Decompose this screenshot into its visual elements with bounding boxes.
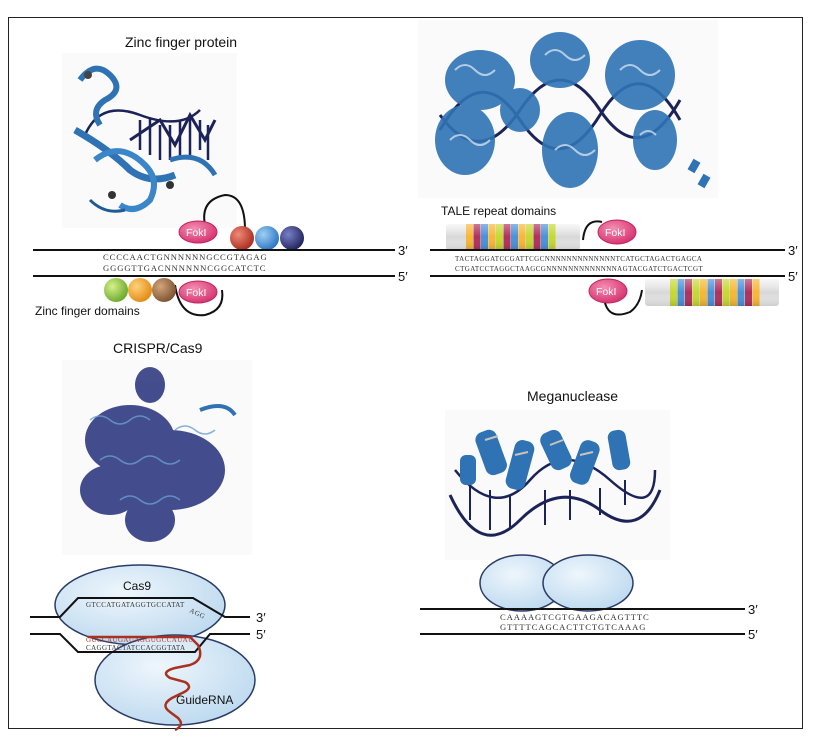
tale-3prime-label: 3′ [788,243,798,258]
tale-top-sequence: TACTAGGATCCGATTCGCNNNNNNNNNNNNNTCATGCTAG… [455,255,702,263]
zfn-domain-red [230,226,254,250]
zfn-linker-top [203,193,246,231]
zfn-linker-bottom [174,284,224,317]
svg-text:FokI: FokI [605,227,625,239]
zfn-domain-brown [152,278,176,302]
cas9-label: Cas9 [123,579,151,593]
zfn-foki-top: FokI [178,220,218,244]
meganuclease-structure-image [445,410,670,560]
zfn-top-sequence: CCCCAACTGNNNNNNGCCGTAGAG [103,252,268,262]
tale-foki-top: FokI [597,219,637,245]
crispr-3prime-label: 3′ [256,610,266,625]
tale-repeat-array-bottom [645,279,779,306]
panel-tale: TALE repeat domains FokI TACTAGGATCCGATT… [418,20,798,316]
crispr-complement-sequence: CAGGTACTATCCACGGTATA [86,644,185,652]
tale-foki-bottom: FokI [588,278,628,304]
zfn-domain-blue [255,226,279,250]
meganuclease-title: Meganuclease [527,388,618,404]
zfn-domain-navy [280,226,304,250]
guide-rna-label: GuideRNA [176,693,233,707]
svg-text:FokI: FokI [186,227,206,239]
crispr-dna-top-strand [30,597,250,618]
cas9-protein-structure-image [62,360,252,555]
crispr-target-sequence: GTCCATGATAGGTGCCATAT [86,601,185,609]
meganuclease-5prime-label: 5′ [748,627,758,642]
tale-domains-label: TALE repeat domains [441,204,556,218]
tale-bottom-sequence: CTGATCCTAGGCTAAGCGNNNNNNNNNNNNNAGTACGATC… [455,265,703,273]
tale-linker-bottom [604,289,643,316]
panel-crispr: CRISPR/Cas9 Cas9 GTCCATGATAGGTGCCATAT AG… [30,340,266,732]
tale-repeat-array-top [446,224,580,250]
panel-meganuclease: Meganuclease CAAAAG [420,388,758,642]
tale-5prime-label: 5′ [788,269,798,284]
crispr-5prime-label: 5′ [256,627,266,642]
panel-zinc-finger: Zinc finger protein [33,34,408,318]
svg-text:FokI: FokI [596,286,616,298]
zfn-protein-structure-image [62,53,237,228]
meganuclease-3prime-label: 3′ [748,602,758,617]
crispr-dna-bottom-strand [30,633,250,653]
crispr-title: CRISPR/Cas9 [113,340,203,356]
zfn-bottom-sequence: GGGGTTGACNNNNNNCGGCATCTC [103,263,266,273]
zfn-5prime-label: 5′ [398,269,408,284]
meganuclease-top-sequence: CAAAAGTCGTGAAGACAGTTTC [500,612,650,622]
meganuclease-monomer-right [542,554,634,612]
guide-rna-strand [88,635,202,732]
tale-linker-top [582,220,603,241]
zfn-title: Zinc finger protein [125,34,237,50]
zfn-domains-label: Zinc finger domains [35,304,140,318]
crispr-guide-sequence: GUCCAUGAUAGGUGCCAUAU [86,636,194,644]
zfn-foki-bottom: FokI [178,280,218,304]
figure-frame [8,17,803,729]
zfn-domain-green [104,278,128,302]
svg-text:FokI: FokI [186,287,206,299]
zfn-3prime-label: 3′ [398,243,408,258]
meganuclease-bottom-sequence: GTTTTCAGCACTTCTGTCAAAG [500,622,646,632]
tale-protein-structure-image [418,20,718,198]
zfn-domain-orange [128,278,152,302]
